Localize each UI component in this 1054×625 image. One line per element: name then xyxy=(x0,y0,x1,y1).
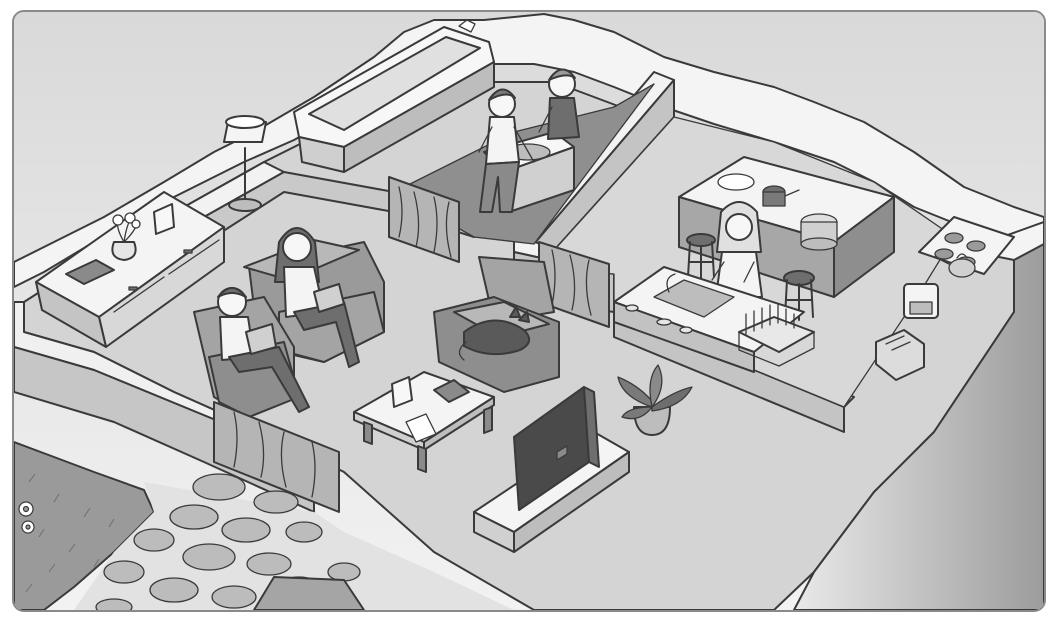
television xyxy=(513,386,600,511)
kitchen-faucet-icon xyxy=(666,273,676,293)
flowers xyxy=(18,501,35,534)
potted-plant xyxy=(617,364,693,436)
plate-icon xyxy=(717,173,755,191)
bar-stool-right xyxy=(783,270,815,321)
cooking-pot-icon xyxy=(800,213,838,251)
sideboard xyxy=(35,191,225,348)
toaster xyxy=(875,329,925,381)
person-man-reading xyxy=(217,287,310,413)
photo-frame-icon xyxy=(391,376,413,408)
book-icon xyxy=(313,283,345,313)
paper-icon xyxy=(405,413,437,443)
cups-icon xyxy=(625,304,693,334)
saucepan-icon xyxy=(762,185,800,207)
house-cutaway-illustration xyxy=(14,12,1044,610)
cat-sleeping xyxy=(458,306,531,361)
flower-bed xyxy=(253,576,365,610)
coffee-maker xyxy=(903,283,939,319)
person-bathroom-child xyxy=(538,68,580,140)
coffee-table xyxy=(353,371,495,473)
kettle-icon xyxy=(940,253,976,278)
bathroom-door xyxy=(388,176,460,263)
magazines-icon xyxy=(433,379,470,403)
stepping-stones xyxy=(95,473,361,610)
dish-rack xyxy=(738,304,815,367)
illustration-frame xyxy=(12,10,1046,612)
person-bathroom-adult xyxy=(478,88,535,213)
outer-wall-right xyxy=(793,241,1044,610)
picture-frame-icon xyxy=(153,203,175,235)
book-stack-icon xyxy=(65,259,115,285)
person-woman-reading xyxy=(274,227,360,368)
bathtub-faucet-icon xyxy=(458,19,476,33)
bathtub xyxy=(293,19,495,173)
floor-lamp xyxy=(223,115,267,212)
flower-vase-icon xyxy=(111,212,141,261)
living-room-door xyxy=(213,401,340,513)
bar-stool-left xyxy=(686,233,716,281)
stove xyxy=(918,216,1015,278)
lawn-texture xyxy=(25,473,115,593)
book-icon-2 xyxy=(245,323,277,355)
person-kitchen xyxy=(711,201,763,298)
